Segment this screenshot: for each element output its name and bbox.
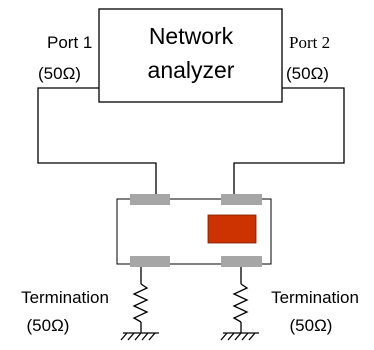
right-ground-icon xyxy=(220,332,259,341)
pad-bottom-right xyxy=(221,256,262,267)
right-termination-label: Termination xyxy=(271,288,359,307)
right-termination-impedance: (50Ω) xyxy=(290,316,333,335)
right-resistor-icon xyxy=(232,283,249,323)
pad-top-left xyxy=(130,194,170,205)
network-analyzer-box xyxy=(98,8,283,103)
left-resistor-icon xyxy=(132,283,149,323)
dut-component xyxy=(207,214,257,244)
network-analyzer-title-line2: analyzer xyxy=(148,57,235,83)
port2-label: Port 2 xyxy=(289,33,330,52)
pad-top-right xyxy=(221,194,262,205)
left-termination-label: Termination xyxy=(21,288,109,307)
network-analyzer-title-line1: Network xyxy=(149,23,234,49)
port2-impedance: (50Ω) xyxy=(286,64,329,83)
port1-label: Port 1 xyxy=(47,33,92,52)
port1-cable xyxy=(37,87,157,194)
port1-impedance: (50Ω) xyxy=(38,64,81,83)
left-ground-icon xyxy=(120,332,159,341)
port2-cable xyxy=(233,87,345,194)
pad-bottom-left xyxy=(130,256,170,267)
left-termination-impedance: (50Ω) xyxy=(27,316,70,335)
